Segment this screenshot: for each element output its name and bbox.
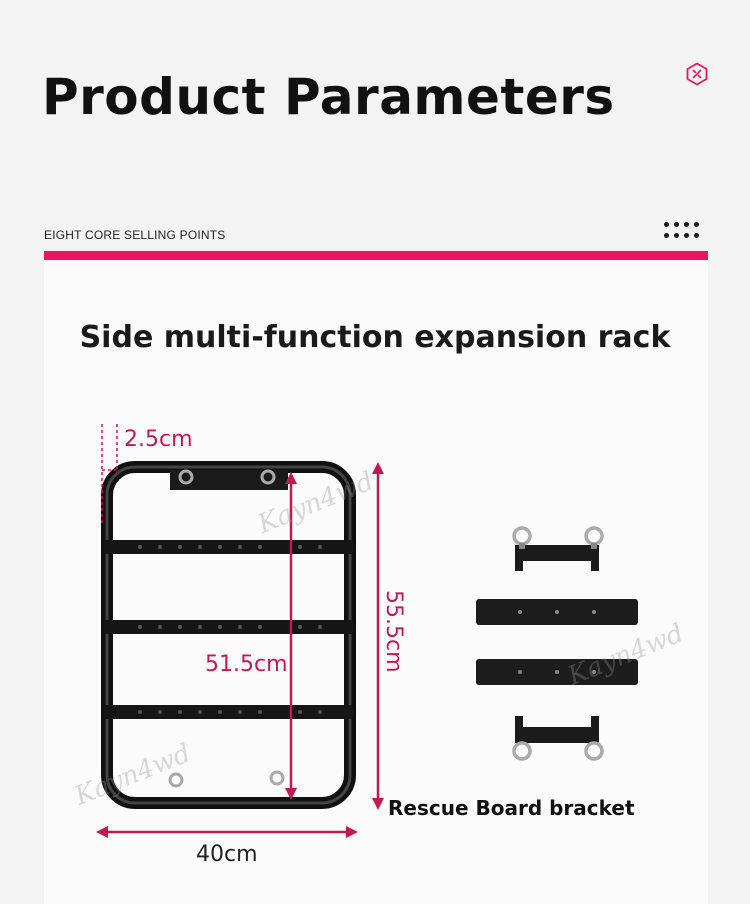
bracket-piece-top [512, 526, 604, 571]
accent-divider [44, 251, 708, 260]
rack-crossbars [104, 540, 353, 719]
bracket-plate-2 [476, 659, 638, 685]
crossbar-holes [138, 545, 322, 714]
bottom-eye-bolts [168, 770, 285, 788]
rack-frame [101, 461, 356, 809]
total-width-label: 40cm [196, 842, 258, 867]
top-mount-plate [170, 469, 288, 490]
total-height-label: 55.5cm [381, 590, 406, 673]
page-title: Product Parameters [42, 68, 615, 126]
width-arrow [96, 826, 358, 838]
tools-badge-icon [686, 62, 708, 86]
total-height-arrow [372, 462, 384, 810]
tube-width-label: 2.5cm [124, 427, 193, 452]
content-card [44, 260, 708, 904]
section-heading: Side multi-function expansion rack [79, 320, 671, 355]
inner-height-label: 51.5cm [205, 652, 288, 677]
bracket-caption: Rescue Board bracket [388, 796, 635, 820]
dot-grid-icon [664, 222, 708, 240]
bracket-plate-1 [476, 599, 638, 625]
inner-height-arrow [285, 472, 297, 800]
section-subtitle: EIGHT CORE SELLING POINTS [44, 228, 226, 242]
bracket-piece-bottom [512, 716, 604, 761]
tube-width-dimension [101, 424, 118, 525]
